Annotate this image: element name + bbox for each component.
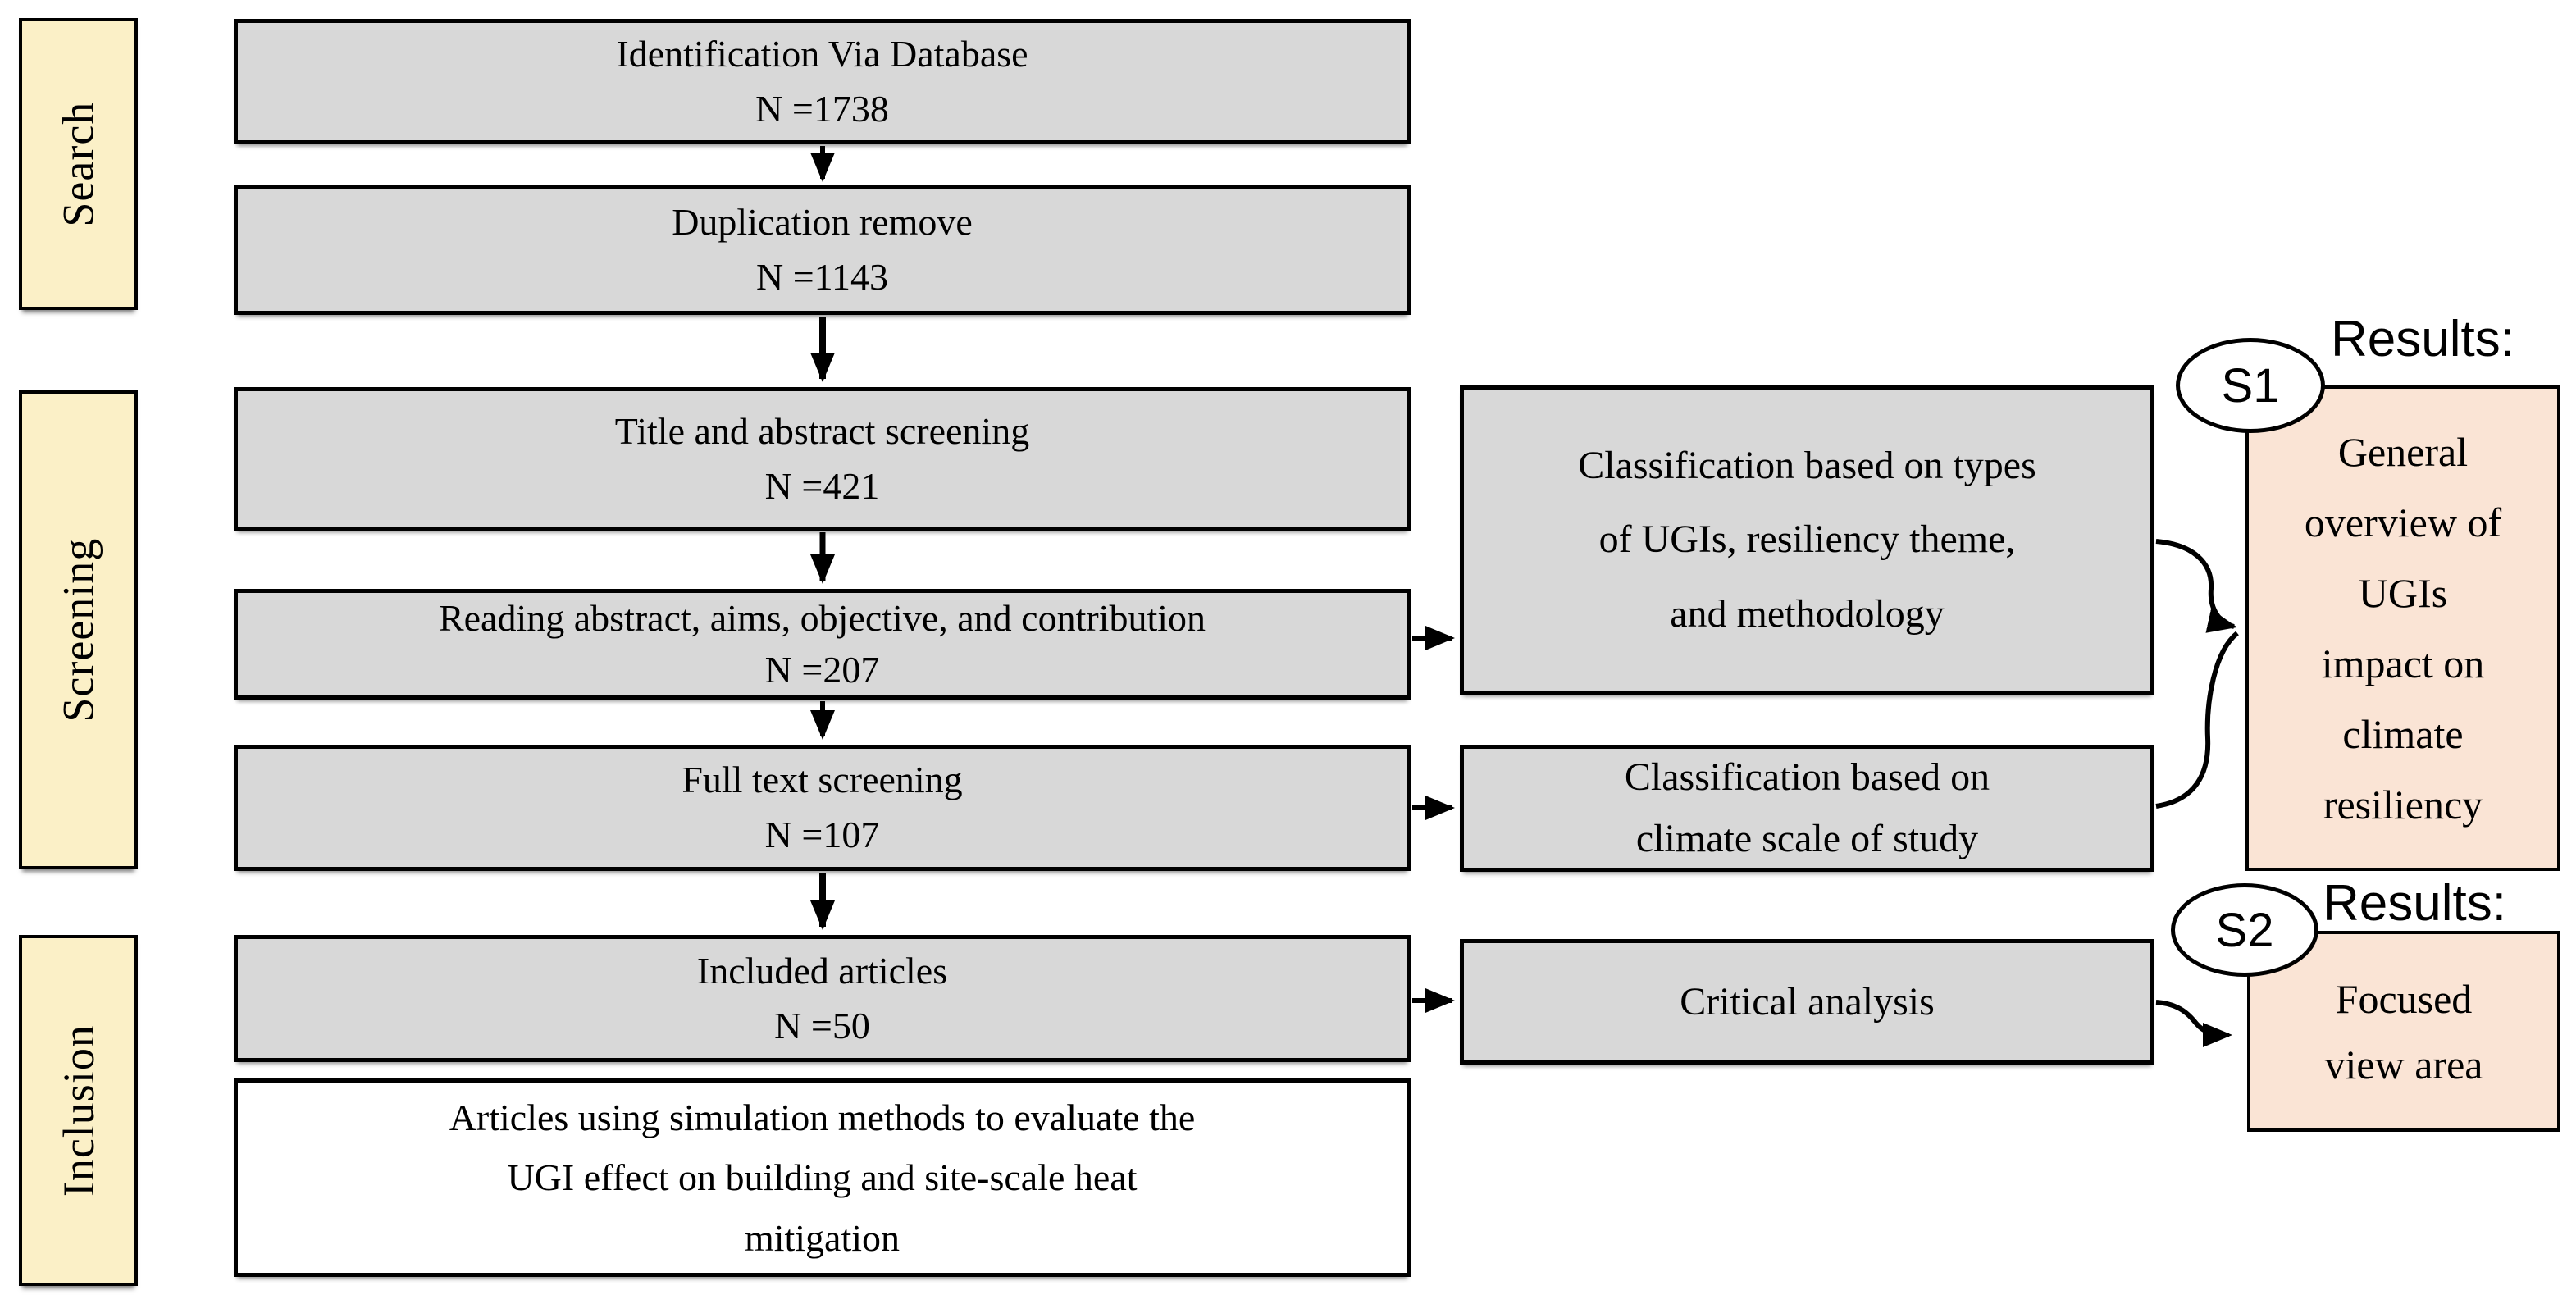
flow-box-duplication-count: N =1143 bbox=[756, 256, 888, 298]
flow-box-included-count: N =50 bbox=[774, 1004, 870, 1046]
flow-box-title-abstract-count: N =421 bbox=[764, 464, 880, 507]
flow-box-full-text-screening: Full text screening N =107 bbox=[234, 745, 1411, 871]
curve-classification-climate-to-s1-result bbox=[2155, 631, 2239, 809]
stage-label-search-text: Search bbox=[53, 101, 103, 227]
flow-box-reading-count: N =207 bbox=[764, 648, 880, 691]
flow-box-duplication-removal: Duplication remove N =1143 bbox=[234, 185, 1411, 315]
stage-label-inclusion-text: Inclusion bbox=[53, 1024, 103, 1197]
flow-box-title-abstract-title: Title and abstract screening bbox=[614, 409, 1030, 452]
result-box-focused-view: Focused view area bbox=[2247, 931, 2560, 1132]
stage-ellipse-s2-text: S2 bbox=[2215, 903, 2274, 957]
curve-classification-types-to-s1-result bbox=[2155, 539, 2237, 633]
flow-box-duplication-title: Duplication remove bbox=[672, 201, 973, 244]
results-label-s2: Results: bbox=[2323, 875, 2506, 932]
flow-box-identification-title: Identification Via Database bbox=[616, 32, 1028, 75]
stage-label-screening: Screening bbox=[19, 390, 138, 869]
flow-box-included-title: Included articles bbox=[696, 949, 948, 992]
results-label-s1: Results: bbox=[2331, 311, 2514, 367]
flow-box-reading-abstract: Reading abstract, aims, objective, and c… bbox=[234, 589, 1411, 700]
result-box-general-overview: General overview of UGIs impact on clima… bbox=[2245, 385, 2560, 871]
stage-label-inclusion: Inclusion bbox=[19, 935, 138, 1286]
curve-critical-analysis-to-s2-result bbox=[2155, 1000, 2232, 1047]
flow-box-reading-title: Reading abstract, aims, objective, and c… bbox=[438, 597, 1206, 640]
analysis-box-classification-climate: Classification based on climate scale of… bbox=[1460, 745, 2154, 872]
stage-ellipse-s1-text: S1 bbox=[2221, 358, 2280, 413]
flow-box-identification-count: N =1738 bbox=[755, 87, 889, 130]
flow-box-full-text-count: N =107 bbox=[764, 814, 880, 855]
stage-label-screening-text: Screening bbox=[53, 537, 103, 723]
analysis-box-critical-analysis: Critical analysis bbox=[1460, 939, 2154, 1065]
criteria-box: Articles using simulation methods to eva… bbox=[234, 1078, 1411, 1277]
stage-ellipse-s1: S1 bbox=[2176, 338, 2325, 433]
flow-box-included-articles: Included articles N =50 bbox=[234, 935, 1411, 1062]
stage-ellipse-s2: S2 bbox=[2171, 883, 2318, 977]
flow-box-identification: Identification Via Database N =1738 bbox=[234, 19, 1411, 144]
analysis-box-classification-types: Classification based on types of UGIs, r… bbox=[1460, 385, 2154, 695]
stage-label-search: Search bbox=[19, 18, 138, 310]
flow-box-title-abstract-screening: Title and abstract screening N =421 bbox=[234, 387, 1411, 531]
flow-box-full-text-title: Full text screening bbox=[682, 759, 963, 801]
